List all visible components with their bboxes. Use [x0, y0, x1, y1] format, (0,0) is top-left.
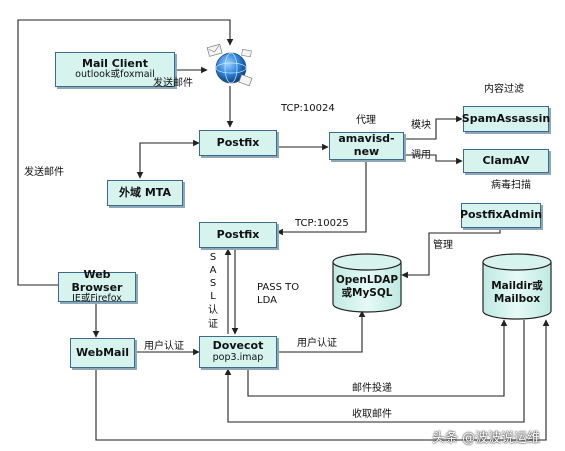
maildir-title: Maildir或	[491, 280, 543, 292]
spamassassin-node: SpamAssassin	[461, 106, 551, 132]
watermark: 头条 @波波说运维	[432, 431, 541, 446]
edge-postfixadmin-ldap	[401, 228, 501, 279]
edge-dovecot-maildir	[247, 319, 508, 397]
webmail-node: WebMail	[70, 338, 135, 368]
mail-client-title: Mail Client	[82, 56, 148, 70]
webmail-title: WebMail	[76, 345, 129, 359]
dovecot-title: Dovecot	[212, 339, 264, 353]
clamav-title: ClamAV	[482, 153, 530, 167]
postfix-mid-title: Postfix	[216, 227, 260, 241]
edge-browser-send	[17, 19, 234, 286]
label-lda: LDA	[257, 295, 277, 306]
label-proxy: 代理	[356, 115, 376, 126]
edge-amavisd-spam	[404, 115, 463, 140]
label-send-mail-top: 发送邮件	[153, 78, 193, 89]
label-tcp-10025: TCP:10025	[295, 218, 349, 229]
label-tcp-10024: TCP:10024	[281, 103, 335, 114]
openldap-text: OpenLDAP 或MySQL	[333, 274, 401, 299]
globe-mail-icon	[206, 43, 253, 87]
sasl-char: A	[209, 265, 217, 276]
label-virus-scan: 病毒扫描	[491, 180, 531, 191]
sasl-char: L	[210, 291, 216, 302]
sasl-char: S	[209, 252, 217, 263]
foreign-mta-title: 外域 MTA	[119, 185, 171, 199]
maildir-sub: Mailbox	[493, 292, 541, 305]
sasl-char: 证	[208, 319, 218, 330]
maildir-text: Maildir或 Mailbox	[483, 280, 551, 305]
edge-dovecot-ldap	[277, 310, 366, 353]
label-user-auth-left: 用户认证	[144, 341, 184, 352]
postfix-top-node: Postfix	[199, 130, 277, 156]
label-call: 调用	[411, 150, 431, 161]
openldap-sub: 或MySQL	[341, 286, 393, 299]
edge-postfix-mta	[136, 139, 200, 179]
web-browser-title: Web Browser	[71, 267, 123, 294]
label-send-mail-left: 发送邮件	[24, 167, 64, 178]
edge-maildir-dovecot	[224, 320, 525, 423]
sasl-char: 认	[208, 305, 218, 316]
edge-amavisd-clamav	[404, 154, 463, 165]
label-mail-delivery: 邮件投递	[352, 383, 392, 394]
label-manage: 管理	[433, 240, 453, 251]
foreign-mta-node: 外域 MTA	[107, 180, 183, 206]
maildir-cylinder	[482, 253, 552, 320]
label-pass-to: PASS TO	[257, 282, 300, 293]
sasl-char: S	[209, 278, 217, 289]
dovecot-sub: pop3.imap	[212, 351, 264, 363]
postfixadmin-node: PostfixAdmin	[459, 203, 543, 228]
label-module: 模块	[411, 120, 431, 131]
postfixadmin-title: PostfixAdmin	[459, 208, 543, 222]
postfix-mid-node: Postfix	[199, 222, 277, 248]
mail-client-sub: outlook或foxmail	[75, 69, 155, 81]
edge-webmail-maildir	[95, 319, 550, 441]
clamav-node: ClamAV	[463, 149, 549, 173]
edge-amavisd-postfixmid	[276, 160, 367, 236]
label-mail-fetch: 收取邮件	[352, 409, 392, 420]
openldap-cylinder	[332, 253, 402, 313]
mail-client-node: Mail Client outlook或foxmail	[55, 52, 175, 87]
spamassassin-title: SpamAssassin	[461, 111, 551, 125]
openldap-title: OpenLDAP	[335, 274, 399, 286]
label-user-auth-right: 用户认证	[297, 338, 337, 349]
amavisd-title: amavisd-new	[338, 132, 395, 158]
dovecot-node: Dovecot pop3.imap	[199, 336, 277, 368]
web-browser-node: Web Browser IE或Firefox	[58, 267, 136, 305]
web-browser-sub: IE或Firefox	[72, 293, 122, 305]
label-content-filter: 内容过滤	[484, 84, 524, 95]
amavisd-node: amavisd-new	[329, 132, 404, 160]
postfix-top-title: Postfix	[216, 135, 260, 149]
